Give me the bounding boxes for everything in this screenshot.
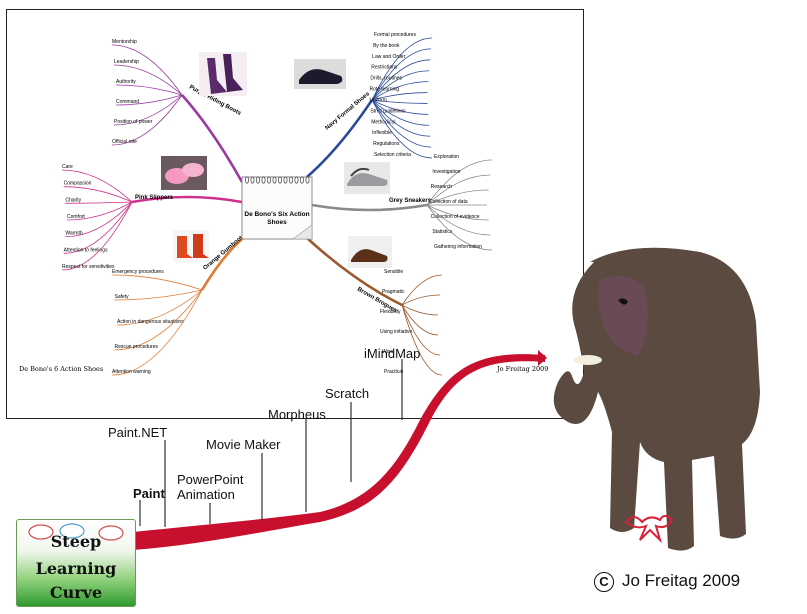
tool-label-paint: Paint (133, 486, 165, 501)
branch-item: Care (62, 164, 73, 170)
steep-learning-curve-badge: Steep Learning Curve (16, 519, 136, 607)
mindmap-branch: Pink Slippers CareCompassionCharityComfor… (61, 164, 243, 271)
learning-curve (133, 354, 545, 550)
branch-item: Emergency procedures (112, 269, 164, 275)
branch-item: By the book (373, 43, 400, 49)
branch-item: Attention to feelings (64, 247, 108, 253)
branch-item: Official role (112, 139, 137, 145)
branch-item: Mentorship (112, 39, 137, 45)
branch-item: Pragmatic (382, 289, 405, 295)
branch-item: Formal procedures (374, 32, 416, 38)
branch-item: Uniform (369, 97, 387, 103)
branch-item: Authority (116, 79, 136, 85)
central-node: De Bono's Six Action Shoes (241, 176, 313, 240)
branch-item: Charity (65, 197, 81, 203)
mindmap-svg: Purple Riding BootsMentorshipLeadershipA… (19, 32, 548, 376)
speech-bubbles-icon (28, 523, 124, 541)
curve-arrow-tip (538, 350, 547, 366)
branch-item: Collection of data (429, 199, 468, 205)
branch-item: Action in dangerous situations (117, 319, 184, 325)
branch-item: Inflexible (372, 130, 392, 136)
mindmap-footer-left: De Bono's 6 Action Shoes (19, 365, 103, 373)
branch-item: Statistics (432, 229, 453, 235)
mindmap-footer-right: Jo Freitag 2009 (496, 365, 548, 373)
mindmap-branch: Purple Riding BootsMentorshipLeadershipA… (111, 39, 244, 183)
branch-item: Sensible (384, 269, 403, 275)
elephant-picture (553, 247, 760, 551)
tool-label-imindmap: iMindMap (364, 346, 421, 361)
steep-label-line-3: Curve (49, 583, 103, 602)
branch-item: Law and Order (372, 54, 405, 60)
tool-label-morpheus: Morpheus (268, 407, 326, 422)
branch-item: Wise (382, 349, 393, 355)
branch-item: Warmth (65, 231, 83, 237)
copyright-notice: C Jo Freitag 2009 (594, 571, 740, 592)
branch-item: Leadership (114, 59, 139, 65)
branch-item: Regulations (373, 141, 400, 147)
tool-label-scratch: Scratch (325, 386, 370, 401)
mindmap-branch: Grey Sneakers ExplorationInvestigationRes… (311, 154, 493, 251)
branch-item: Comfort (67, 214, 85, 220)
branch-item: Collection of evidence (431, 214, 480, 220)
branch-item: Restrictions (371, 65, 398, 71)
branch-item: Investigation (432, 169, 460, 175)
branch-item: Exploration (434, 154, 459, 160)
branch-item: Rote learning (369, 87, 399, 93)
branch-item: Compassion (64, 181, 92, 187)
branch-item: Practical (384, 369, 403, 375)
branch-item: Flexibility (380, 309, 401, 315)
copyright-text: Jo Freitag 2009 (622, 571, 741, 590)
branch-item: Command (116, 99, 139, 105)
grey-sneakers-picture (344, 162, 390, 194)
branch-label: Pink Slippers (135, 195, 174, 201)
brown-brogues-picture (348, 236, 392, 268)
branch-label: Grey Sneakers (389, 198, 432, 204)
branch-item: Gathering information (434, 244, 482, 250)
copyright-symbol: C (594, 572, 614, 592)
branch-item: Strict guidelines (370, 108, 406, 114)
branch-item: Respect for sensitivities (62, 264, 115, 270)
steep-label-line-2: Learning (35, 559, 117, 578)
central-title-line-1: De Bono's Six Action (244, 211, 309, 218)
tool-label-paint-net: Paint.NET (108, 425, 168, 440)
tool-leader-lines (139, 359, 403, 527)
tool-label-powerpoint-animation: PowerPoint Animation (177, 472, 244, 502)
branch-item: Safety (115, 294, 130, 300)
navy-shoes-picture (294, 59, 346, 89)
purple-boots-picture (199, 52, 247, 96)
branch-item: Research (431, 184, 453, 190)
pink-slippers-picture (161, 156, 207, 190)
branch-item: Selection criteria (374, 152, 411, 158)
orange-gumboots-picture (173, 230, 209, 262)
branch-item: Using initiative (380, 329, 412, 335)
branch-item: Methodical (371, 119, 395, 125)
branch-item: Rescue procedures (115, 344, 159, 350)
branch-item: Position of power (114, 119, 153, 125)
notepad-spiral (244, 176, 310, 184)
central-title-line-2: Shoes (267, 219, 287, 226)
branch-item: Attention warning (112, 369, 151, 375)
tool-label-movie-maker: Movie Maker (206, 437, 281, 452)
branch-item: Drills, routines (370, 76, 402, 82)
steep-label-line-1: Steep (50, 532, 102, 551)
